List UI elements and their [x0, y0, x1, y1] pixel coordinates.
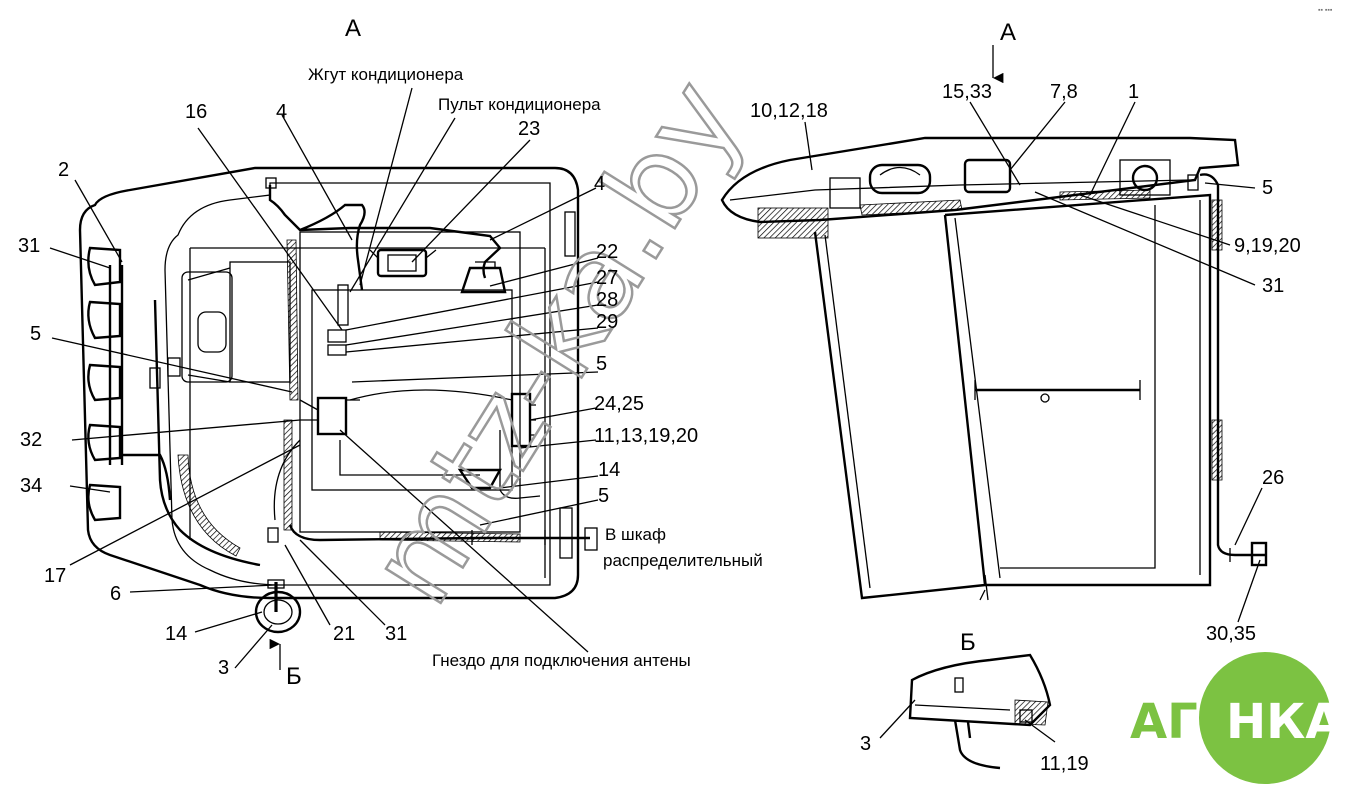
callout-3-bottom: 3: [860, 733, 871, 755]
svg-text:АГРО: АГРО: [1130, 694, 1274, 750]
callout-11-13-19-20: 11,13,19,20: [594, 425, 698, 447]
headlamp-4: [87, 423, 122, 462]
callout-9-19-20: 9,19,20: [1234, 235, 1301, 257]
caption-cabinet-2: распределительный: [603, 551, 763, 570]
svg-text:НКА: НКА: [1226, 694, 1343, 750]
svg-text:mtz-ka.by: mtz-ka.by: [342, 56, 770, 627]
headlamp-2: [87, 300, 122, 340]
callout-22: 22: [596, 241, 618, 263]
callout-2: 2: [58, 159, 69, 181]
callout-23: 23: [518, 118, 540, 140]
agronka-logo: АГРО НКА: [1130, 652, 1343, 784]
right-view-a: [720, 136, 1268, 601]
callout-5-a: 5: [30, 323, 41, 345]
callout-15-33: 15,33: [942, 81, 992, 103]
callout-11-19: 11,19: [1040, 753, 1089, 775]
caption-antenna: Гнездо для подключения антены: [432, 651, 691, 670]
left-view-a: [78, 166, 598, 634]
callout-5-right: 5: [1262, 177, 1273, 199]
callout-27: 27: [596, 267, 618, 289]
callout-34: 34: [20, 475, 42, 497]
left-view-title: А: [345, 15, 361, 42]
callout-14-a: 14: [165, 623, 187, 645]
callout-24-25: 24,25: [594, 393, 644, 415]
caption-cabinet-1: В шкаф: [605, 525, 666, 544]
headlamp-5: [87, 483, 122, 522]
callout-4-a: 4: [276, 101, 287, 123]
callout-10-12-18: 10,12,18: [750, 100, 828, 122]
callout-7-8: 7,8: [1050, 81, 1078, 103]
headlamp-1: [87, 246, 122, 287]
callout-28: 28: [596, 289, 618, 311]
callout-6: 6: [110, 583, 121, 605]
headlamp-3: [87, 363, 122, 402]
callout-4-b: 4: [594, 173, 605, 195]
caption-panel: Пульт кондиционера: [438, 95, 601, 114]
callout-29: 29: [596, 311, 618, 333]
callout-14-b: 14: [598, 459, 620, 481]
callout-5-b: 5: [596, 353, 607, 375]
callout-31-b: 31: [385, 623, 407, 645]
callout-31-a: 31: [18, 235, 40, 257]
callout-31-right: 31: [1262, 275, 1284, 297]
arrow-b-label: Б: [286, 663, 302, 690]
callout-3: 3: [218, 657, 229, 679]
callout-17: 17: [44, 565, 66, 587]
left-leaders: [49, 87, 599, 670]
corner-mark: ▪▪ ▪▪▪: [1318, 7, 1333, 14]
caption-harness: Жгут кондиционера: [308, 65, 464, 84]
bottom-view-b: [879, 653, 1056, 770]
right-view-title: А: [1000, 19, 1016, 46]
callout-16: 16: [185, 101, 207, 123]
callout-32: 32: [20, 429, 42, 451]
watermark: mtz-ka.by: [340, 55, 770, 628]
callout-21: 21: [333, 623, 355, 645]
callout-30-35: 30,35: [1206, 623, 1256, 645]
bottom-view-title: Б: [960, 629, 976, 656]
callout-5-c: 5: [598, 485, 609, 507]
callout-1: 1: [1128, 81, 1139, 103]
callout-26: 26: [1262, 467, 1284, 489]
right-leaders: [804, 45, 1263, 623]
